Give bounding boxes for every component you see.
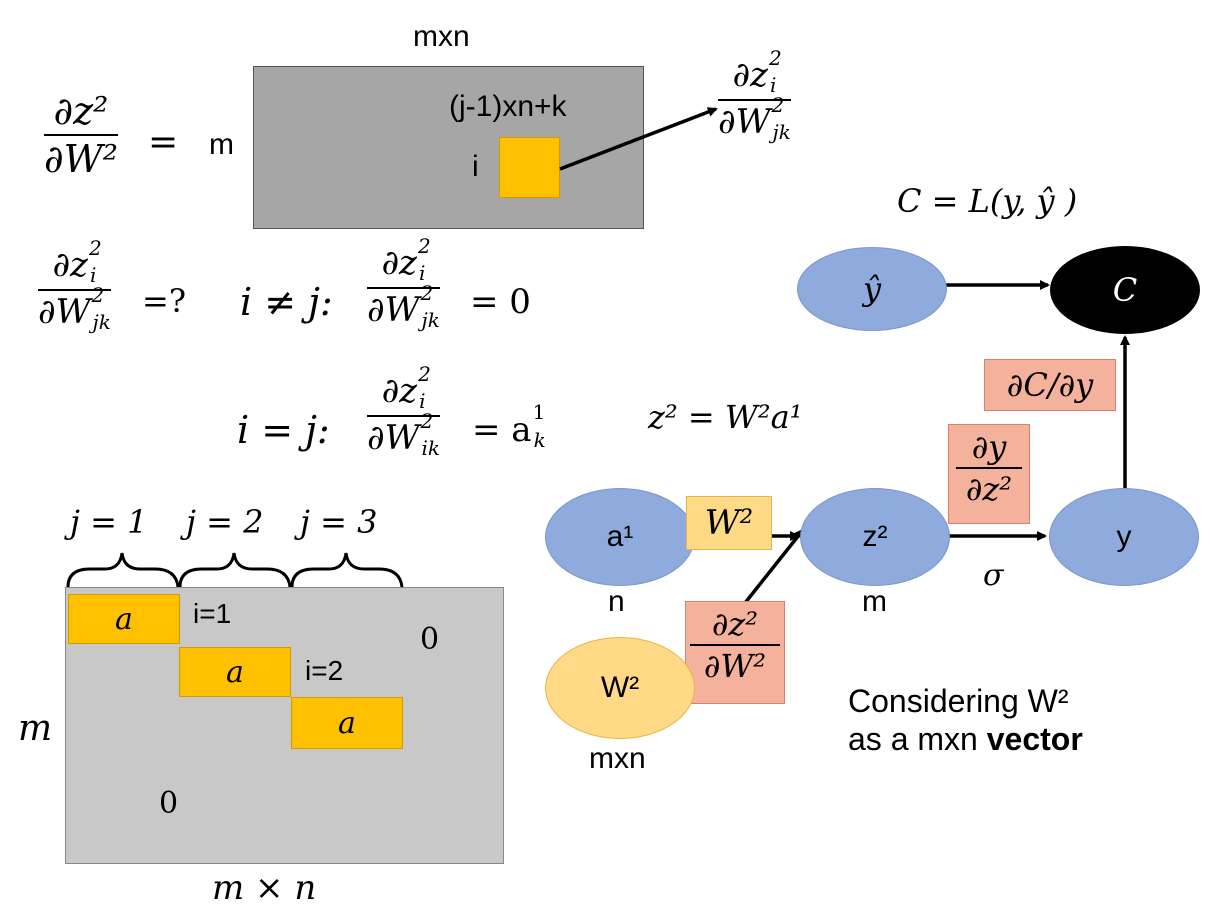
cost-equation: C = L(y, ŷ ) (897, 182, 1078, 220)
row-index-label: i (472, 150, 479, 183)
jacobian-matrix-rect (253, 66, 644, 229)
lhs-denominator: ∂W² (44, 137, 118, 181)
matrix-row-m-label: m (209, 128, 234, 161)
row-label-i2: i=2 (305, 655, 344, 686)
w2-node: W² (545, 637, 695, 739)
neq-result: = 0 (470, 282, 531, 322)
block-cell-1: a (68, 594, 180, 644)
j-label-1: j = 1 (70, 503, 148, 541)
a1-node: a¹ (545, 488, 695, 586)
w2-edge-label: W² (686, 496, 772, 550)
note-line-1: Considering W² (848, 683, 1069, 719)
lhs-numerator: ∂z² (53, 89, 109, 133)
y-node: y (1049, 488, 1199, 586)
dz-dw-box: ∂z² ∂W² (685, 601, 785, 704)
lhs-fraction: ∂z² ∂W² (44, 92, 118, 178)
lhs-equals: = (148, 122, 179, 163)
sigma-label: σ (983, 558, 1004, 593)
neq-condition: i ≠ j: (240, 280, 333, 324)
note-line-2: as a mxn vector (848, 721, 1083, 758)
matrix-element-cell (499, 137, 560, 198)
question-suffix: =? (142, 282, 186, 320)
cost-node: C (1050, 246, 1200, 334)
column-group-braces (66, 552, 404, 588)
dy-dz-box: ∂y ∂z² (948, 424, 1030, 524)
note-text: Considering W² as a mxn vector (848, 682, 1083, 759)
rows-m-label: m (18, 708, 53, 749)
eq-condition: i = j: (237, 408, 330, 452)
top-mxn-label: mxn (413, 20, 470, 53)
j-label-3: j = 3 (300, 503, 378, 541)
block-cell-2: a (179, 647, 291, 697)
z2-node: z² (800, 488, 950, 586)
block-cell-3: a (291, 697, 403, 749)
a1-size-label: n (608, 585, 625, 618)
w2-size-label: mxn (589, 742, 646, 775)
forward-equation: z² = W²a¹ (648, 398, 803, 436)
column-index-label: (j-1)xn+k (449, 90, 567, 123)
row-label-i1: i=1 (193, 598, 232, 629)
yhat-node: ŷ (797, 247, 947, 331)
z2-size-label: m (862, 585, 887, 618)
dc-dy-box: ∂C/∂y (984, 359, 1116, 411)
matrix-size-label: m × n (212, 868, 317, 908)
j-label-2: j = 2 (186, 503, 264, 541)
zero-lower: 0 (159, 786, 179, 821)
zero-upper: 0 (420, 622, 440, 657)
